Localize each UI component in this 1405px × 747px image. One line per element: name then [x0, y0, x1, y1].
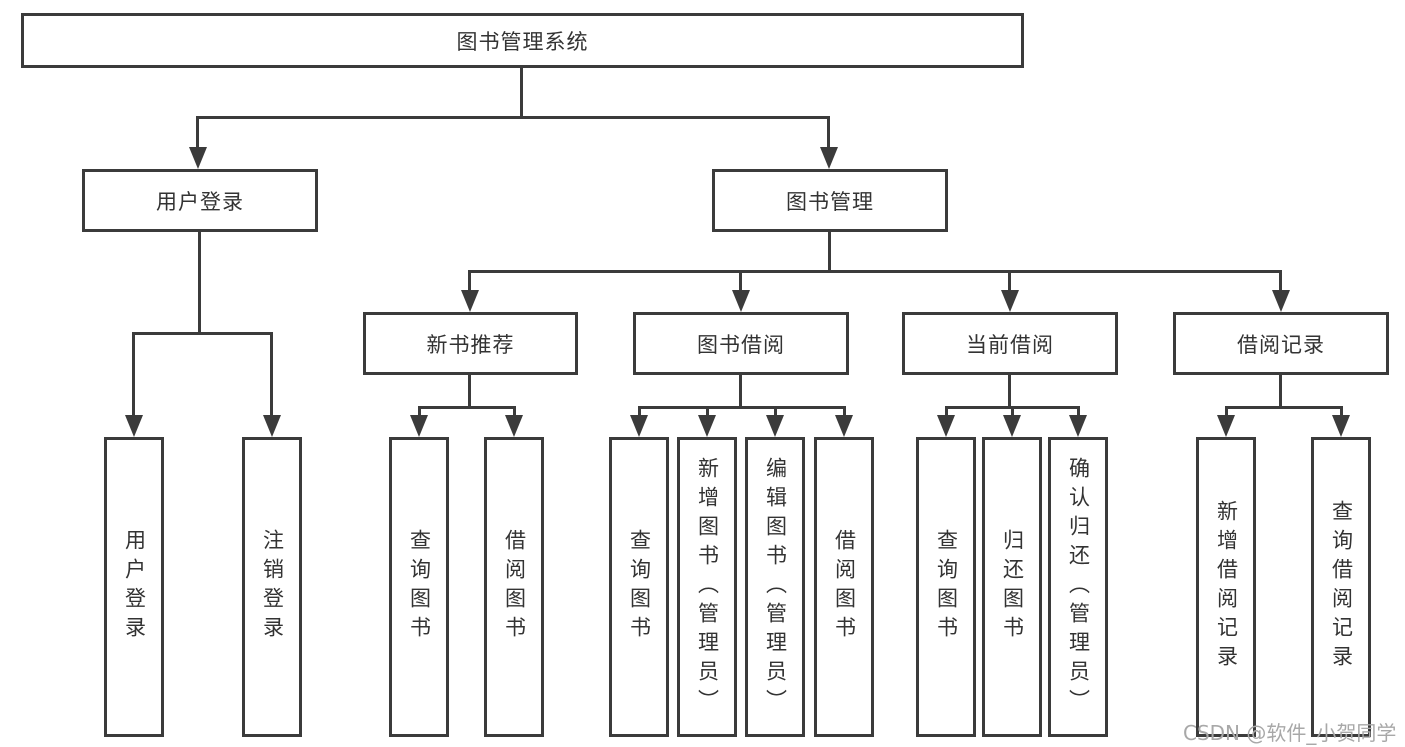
- node-label: 查询图书: [407, 529, 432, 645]
- connector-line: [1011, 406, 1014, 418]
- connector-line: [468, 270, 471, 294]
- csdn-watermark: CSDN @软件_小贺同学: [1183, 721, 1397, 745]
- node-label: 图书管理系统: [456, 29, 589, 54]
- leaf-query-borrow-record: 查询借阅记录: [1311, 437, 1371, 737]
- node-label: 归还图书: [1000, 529, 1025, 645]
- connector-stem-recommend: [468, 375, 471, 409]
- arrow-down-icon: [630, 415, 648, 437]
- node-new-book-recommend: 新书推荐: [363, 312, 578, 375]
- connector-stem-borrowing: [739, 375, 742, 409]
- arrow-down-icon: [732, 290, 750, 312]
- connector-line: [1225, 406, 1228, 418]
- node-label: 确认归还（管理员）: [1066, 456, 1091, 718]
- arrow-down-icon: [189, 147, 207, 169]
- connector-stem-records: [1279, 375, 1282, 409]
- connector-line: [513, 406, 516, 418]
- connector-branch-level1: [197, 116, 830, 119]
- node-label: 查询图书: [934, 529, 959, 645]
- node-root-library-management-system: 图书管理系统: [21, 13, 1024, 68]
- connector-line: [1077, 406, 1080, 418]
- connector-stem-current: [1008, 375, 1011, 409]
- arrow-down-icon: [766, 415, 784, 437]
- arrow-down-icon: [937, 415, 955, 437]
- node-label: 用户登录: [156, 189, 244, 214]
- node-user-login: 用户登录: [82, 169, 318, 232]
- connector-line: [1279, 270, 1282, 294]
- connector-line: [270, 332, 273, 418]
- node-book-management: 图书管理: [712, 169, 948, 232]
- arrow-down-icon: [820, 147, 838, 169]
- leaf-confirm-return-admin: 确认归还（管理员）: [1048, 437, 1108, 737]
- connector-branch-borrowing: [638, 406, 846, 409]
- leaf-borrow-books-borrowing: 借阅图书: [814, 437, 874, 737]
- arrow-down-icon: [461, 290, 479, 312]
- arrow-down-icon: [1001, 290, 1019, 312]
- leaf-query-books-recommend: 查询图书: [389, 437, 449, 737]
- connector-line: [1008, 270, 1011, 294]
- node-label: 当前借阅: [966, 332, 1054, 357]
- connector-root-stem: [520, 68, 523, 118]
- connector-book-mgmt-stem: [828, 232, 831, 273]
- node-label: 新增借阅记录: [1214, 500, 1239, 674]
- connector-line: [1340, 406, 1343, 418]
- arrow-down-icon: [698, 415, 716, 437]
- arrow-down-icon: [1272, 290, 1290, 312]
- connector-line: [827, 116, 830, 150]
- arrow-down-icon: [835, 415, 853, 437]
- leaf-borrow-books-recommend: 借阅图书: [484, 437, 544, 737]
- node-current-borrowing: 当前借阅: [902, 312, 1118, 375]
- node-label: 注销登录: [260, 529, 285, 645]
- arrow-down-icon: [1003, 415, 1021, 437]
- leaf-logout: 注销登录: [242, 437, 302, 737]
- connector-line: [843, 406, 846, 418]
- leaf-query-books-current: 查询图书: [916, 437, 976, 737]
- node-label: 图书管理: [786, 189, 874, 214]
- connector-line: [739, 270, 742, 294]
- node-label: 图书借阅: [697, 332, 785, 357]
- arrow-down-icon: [1069, 415, 1087, 437]
- leaf-return-books: 归还图书: [982, 437, 1042, 737]
- arrow-down-icon: [505, 415, 523, 437]
- node-label: 编辑图书（管理员）: [763, 456, 788, 718]
- connector-branch-level3: [468, 270, 1282, 273]
- node-label: 新书推荐: [426, 332, 515, 357]
- connector-line: [638, 406, 641, 418]
- node-borrowing-records: 借阅记录: [1173, 312, 1389, 375]
- connector-line: [196, 116, 199, 150]
- leaf-query-books-borrowing: 查询图书: [609, 437, 669, 737]
- connector-line: [774, 406, 777, 418]
- connector-user-login-stem: [198, 232, 201, 334]
- connector-branch-user-login: [132, 332, 273, 335]
- node-label: 借阅记录: [1237, 332, 1325, 357]
- arrow-down-icon: [1332, 415, 1350, 437]
- connector-branch-records: [1225, 406, 1343, 409]
- node-label: 查询图书: [627, 529, 652, 645]
- node-label: 查询借阅记录: [1329, 500, 1354, 674]
- node-label: 用户登录: [122, 529, 147, 645]
- node-label: 新增图书（管理员）: [695, 456, 720, 718]
- node-label: 借阅图书: [502, 529, 527, 645]
- node-book-borrowing: 图书借阅: [633, 312, 849, 375]
- connector-line: [706, 406, 709, 418]
- leaf-add-borrow-record: 新增借阅记录: [1196, 437, 1256, 737]
- connector-line: [132, 332, 135, 418]
- connector-line: [945, 406, 948, 418]
- leaf-add-book-admin: 新增图书（管理员）: [677, 437, 737, 737]
- node-label: 借阅图书: [832, 529, 857, 645]
- leaf-user-login: 用户登录: [104, 437, 164, 737]
- arrow-down-icon: [410, 415, 428, 437]
- leaf-edit-book-admin: 编辑图书（管理员）: [745, 437, 805, 737]
- arrow-down-icon: [263, 415, 281, 437]
- arrow-down-icon: [1217, 415, 1235, 437]
- arrow-down-icon: [125, 415, 143, 437]
- connector-branch-recommend: [418, 406, 516, 409]
- connector-line: [418, 406, 421, 418]
